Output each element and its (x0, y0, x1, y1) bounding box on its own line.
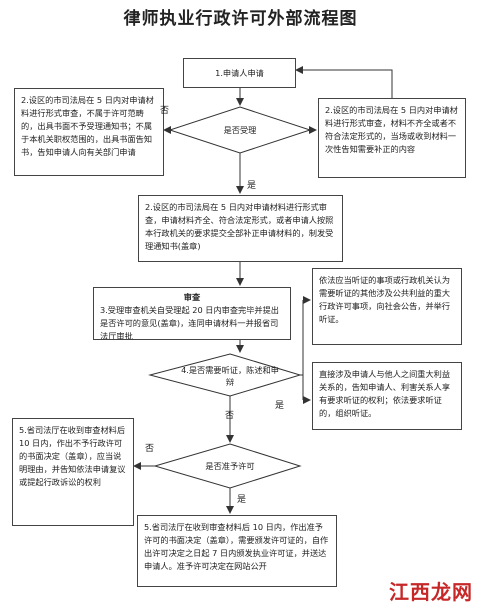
yes-label-1: 是 (247, 181, 257, 191)
supplement-node: 2.设区的市司法局在 5 日内对申请材料进行形式审查，材料不齐全或者不符合法定形… (318, 98, 466, 178)
grant-node: 5.省司法厅在收到审查材料后 10 日内，作出准予许可的书面决定（盖章），需要颁… (137, 515, 337, 587)
not-accepted-node: 2.设区的市司法局在 5 日内对申请材料进行形式审查，不属于许可范畴的，出具书面… (14, 88, 164, 176)
no-label-3: 否 (145, 444, 155, 454)
no-label-2: 否 (225, 411, 235, 421)
hearing-question-label: 4.是否需要听证，陈述和申辩 (181, 365, 279, 387)
no-label-1: 否 (160, 106, 170, 116)
yes-label-3: 是 (237, 495, 247, 505)
watermark-logo: 江西龙网 (389, 580, 473, 604)
accepted-node: 2.设区的市司法局在 5 日内对申请材料进行形式审查，申请材料齐全、符合法定形式… (138, 195, 343, 262)
is-permit-label: 是否准予许可 (205, 461, 255, 471)
public-hearing-node: 依法应当听证的事项或行政机关认为需要听证的其他涉及公共利益的重大行政许可事项，向… (312, 268, 462, 345)
is-accepted-label: 是否受理 (223, 125, 257, 135)
page-title: 律师执业行政许可外部流程图 (123, 9, 358, 29)
interest-hearing-node: 直接涉及申请人与他人之间重大利益关系的，告知申请人、利害关系人享有要求听证的权利… (312, 362, 462, 430)
yes-label-2: 是 (275, 401, 285, 411)
review-heading: 审查 (183, 292, 201, 302)
apply-node: 1.申请人申请 (183, 58, 296, 88)
review-node: 审查 3.受理审查机关自受理起 20 日内审查完毕并提出是否许可的意见(盖章)，… (93, 287, 291, 340)
deny-node: 5.省司法厅在收到审查材料后 10 日内，作出不予行政许可的书面决定（盖章），应… (12, 418, 134, 526)
